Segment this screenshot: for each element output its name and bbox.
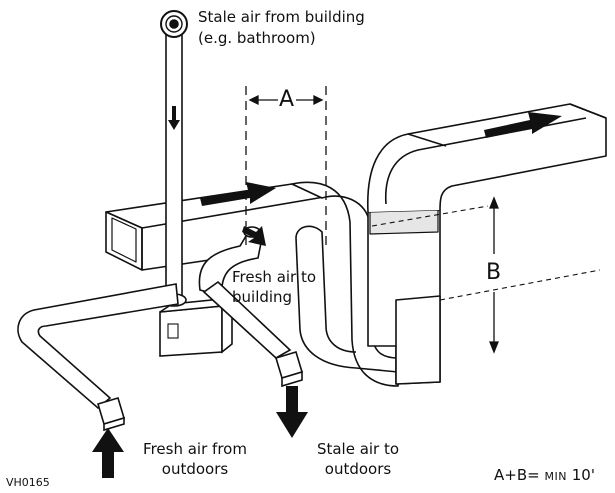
vertical-elbow-duct: [368, 104, 606, 384]
stale-inlet-pipe: [161, 11, 187, 306]
label-stale-in-line2: (e.g. bathroom): [198, 29, 316, 47]
label-fresh-to-line2: building: [232, 288, 292, 306]
label-stale-in-line1: Stale air from building: [198, 8, 365, 26]
formula-prefix: A+B=: [494, 466, 540, 484]
label-fresh-from-line1: Fresh air from: [130, 440, 260, 458]
label-dimension-a: A: [279, 88, 294, 112]
label-fresh-from-line2: outdoors: [130, 460, 260, 478]
label-stale-out-line2: outdoors: [298, 460, 418, 478]
formula-label: A+B= MIN 10': [494, 466, 595, 486]
arrow-down-stale-out-icon: [276, 386, 308, 438]
formula-value: 10': [572, 466, 595, 484]
label-fresh-to-line1: Fresh air to: [232, 268, 316, 286]
label-dimension-b: B: [486, 261, 501, 285]
fresh-intake-duct: [18, 284, 178, 430]
arrow-up-fresh-from-icon: [92, 428, 124, 478]
figure-code: VH0165: [6, 474, 50, 492]
label-stale-out-line1: Stale air to: [298, 440, 418, 458]
formula-min: MIN: [544, 470, 566, 483]
